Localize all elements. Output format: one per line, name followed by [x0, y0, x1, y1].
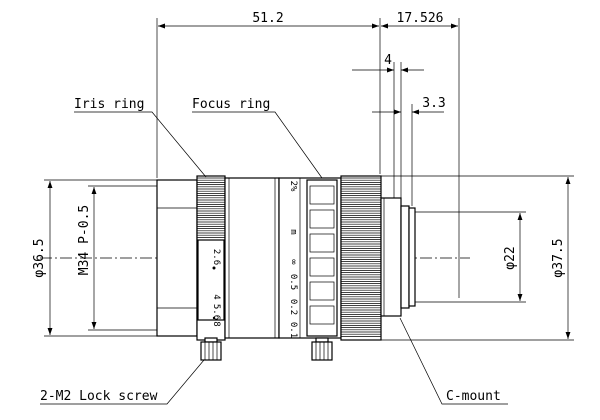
iris-ring [196, 175, 226, 341]
dim-overall-length: 51.2 [252, 11, 283, 26]
focus-scale-label-1: 0.5 [288, 274, 298, 290]
focus-scale-label-0: ∞ [288, 259, 298, 265]
focus-scale-label-2: 0.2 [288, 299, 298, 315]
c-mount-body [380, 197, 416, 317]
focus-scale-label-3: 0.1 [288, 322, 298, 338]
callout-c-mount: C-mount [399, 317, 508, 405]
iris-scale-label-2: 5.6 [211, 304, 221, 320]
callout-lock-screw: 2-M2 Lock screw [40, 359, 205, 405]
lock-screw-focus [311, 337, 333, 361]
c-mount-label: C-mount [446, 389, 501, 404]
focus-ring [278, 177, 342, 339]
focus-ring-label: Focus ring [192, 97, 270, 112]
lock-screw-iris [200, 337, 222, 361]
middle-barrel [224, 177, 280, 339]
dim-mount-diameter: φ22 [503, 246, 518, 269]
dim-flange-length: 17.526 [397, 11, 444, 26]
iris-ring-label: Iris ring [74, 97, 144, 112]
iris-scale-label-3: 8 [211, 321, 221, 326]
focus-scale: 2% m ∞ 0.5 0.2 0.1 [288, 181, 298, 339]
dim-front-diameter: φ36.5 [32, 238, 47, 277]
rear-knurled-ring [340, 175, 382, 341]
iris-scale: 2.6 4 5.6 8 [211, 249, 221, 327]
focus-scale-top: 2% [288, 181, 298, 192]
dim-step-b: 3.3 [422, 96, 445, 111]
callout-focus-ring: Focus ring [192, 97, 323, 179]
lock-screw-label: 2-M2 Lock screw [40, 389, 158, 404]
iris-scale-label-1: 4 [211, 294, 221, 299]
front-barrel [156, 179, 198, 337]
iris-scale-label-0: 2.6 [211, 249, 221, 265]
callout-iris-ring: Iris ring [74, 97, 207, 178]
dim-step-a: 4 [384, 53, 392, 68]
focus-scale-unit: m [288, 229, 298, 234]
dim-filter-thread: M34 P-0.5 [77, 205, 92, 275]
dim-body-diameter: φ37.5 [551, 238, 566, 277]
